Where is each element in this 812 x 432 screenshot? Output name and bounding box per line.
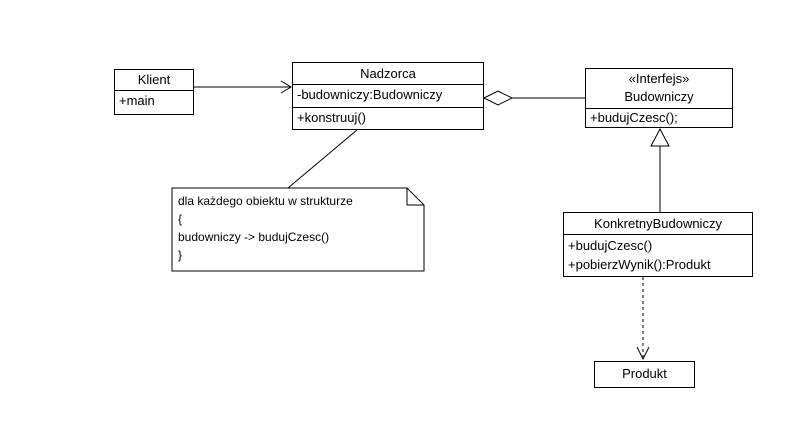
uml-note-shape: [171, 129, 425, 272]
class-konkretny-budowniczy: KonkretnyBudowniczy +budujCzesc() +pobie…: [563, 212, 753, 277]
association-klient-nadzorca: [194, 80, 292, 94]
generalization-konkretny-budowniczy: [650, 127, 670, 212]
interface-name: Budowniczy: [624, 89, 694, 104]
class-konkretny-methods: +budujCzesc() +pobierzWynik():Produkt: [564, 234, 752, 276]
class-klient-title: Klient: [137, 72, 171, 87]
class-produkt-title: Produkt: [622, 366, 667, 382]
dependency-konkretny-produkt: [636, 277, 650, 361]
interface-budowniczy: «Interfejs» Budowniczy +budujCzesc();: [585, 68, 733, 128]
aggregation-diamond-icon: [482, 90, 514, 106]
class-klient-members: +main: [115, 90, 193, 113]
note-line-2: {: [178, 212, 183, 226]
dependency-arrowhead-icon: [636, 346, 650, 361]
method-konstruuj: +konstruuj(): [297, 110, 366, 125]
interface-budowniczy-title: «Interfejs» Budowniczy: [586, 69, 732, 108]
attribute-budowniczy: -budowniczy:Budowniczy: [297, 87, 443, 102]
note-fold-icon: [406, 188, 424, 206]
note-anchor-line: [287, 129, 358, 189]
method-budujczesc: +budujCzesc(): [568, 238, 653, 253]
class-klient: Klient +main: [114, 69, 194, 115]
class-produkt: Produkt: [594, 361, 695, 388]
member-main: +main: [119, 93, 155, 108]
class-nadzorca: Nadzorca -budowniczy:Budowniczy +konstru…: [292, 62, 484, 130]
open-arrowhead-icon: [280, 80, 292, 94]
class-konkretny-title: KonkretnyBudowniczy: [594, 216, 722, 231]
note-line-1: dla każdego obiektu w strukturze: [178, 194, 353, 208]
class-nadzorca-title: Nadzorca: [360, 66, 416, 81]
note-line-3: budowniczy -> budujCzesc(): [178, 230, 330, 244]
method-budujczesc-interface: +budujCzesc();: [590, 110, 678, 125]
note-line-4: }: [178, 248, 183, 262]
class-nadzorca-methods: +konstruuj(): [293, 107, 483, 130]
aggregation-nadzorca-budowniczy: [482, 90, 585, 106]
class-nadzorca-attributes: -budowniczy:Budowniczy: [293, 84, 483, 107]
uml-note-text: dla każdego obiektu w strukturze { budow…: [178, 192, 418, 264]
generalization-triangle-icon: [650, 127, 670, 147]
interface-stereotype: «Interfejs»: [628, 71, 690, 86]
method-pobierzwynik: +pobierzWynik():Produkt: [568, 257, 711, 272]
interface-budowniczy-methods: +budujCzesc();: [586, 108, 732, 128]
